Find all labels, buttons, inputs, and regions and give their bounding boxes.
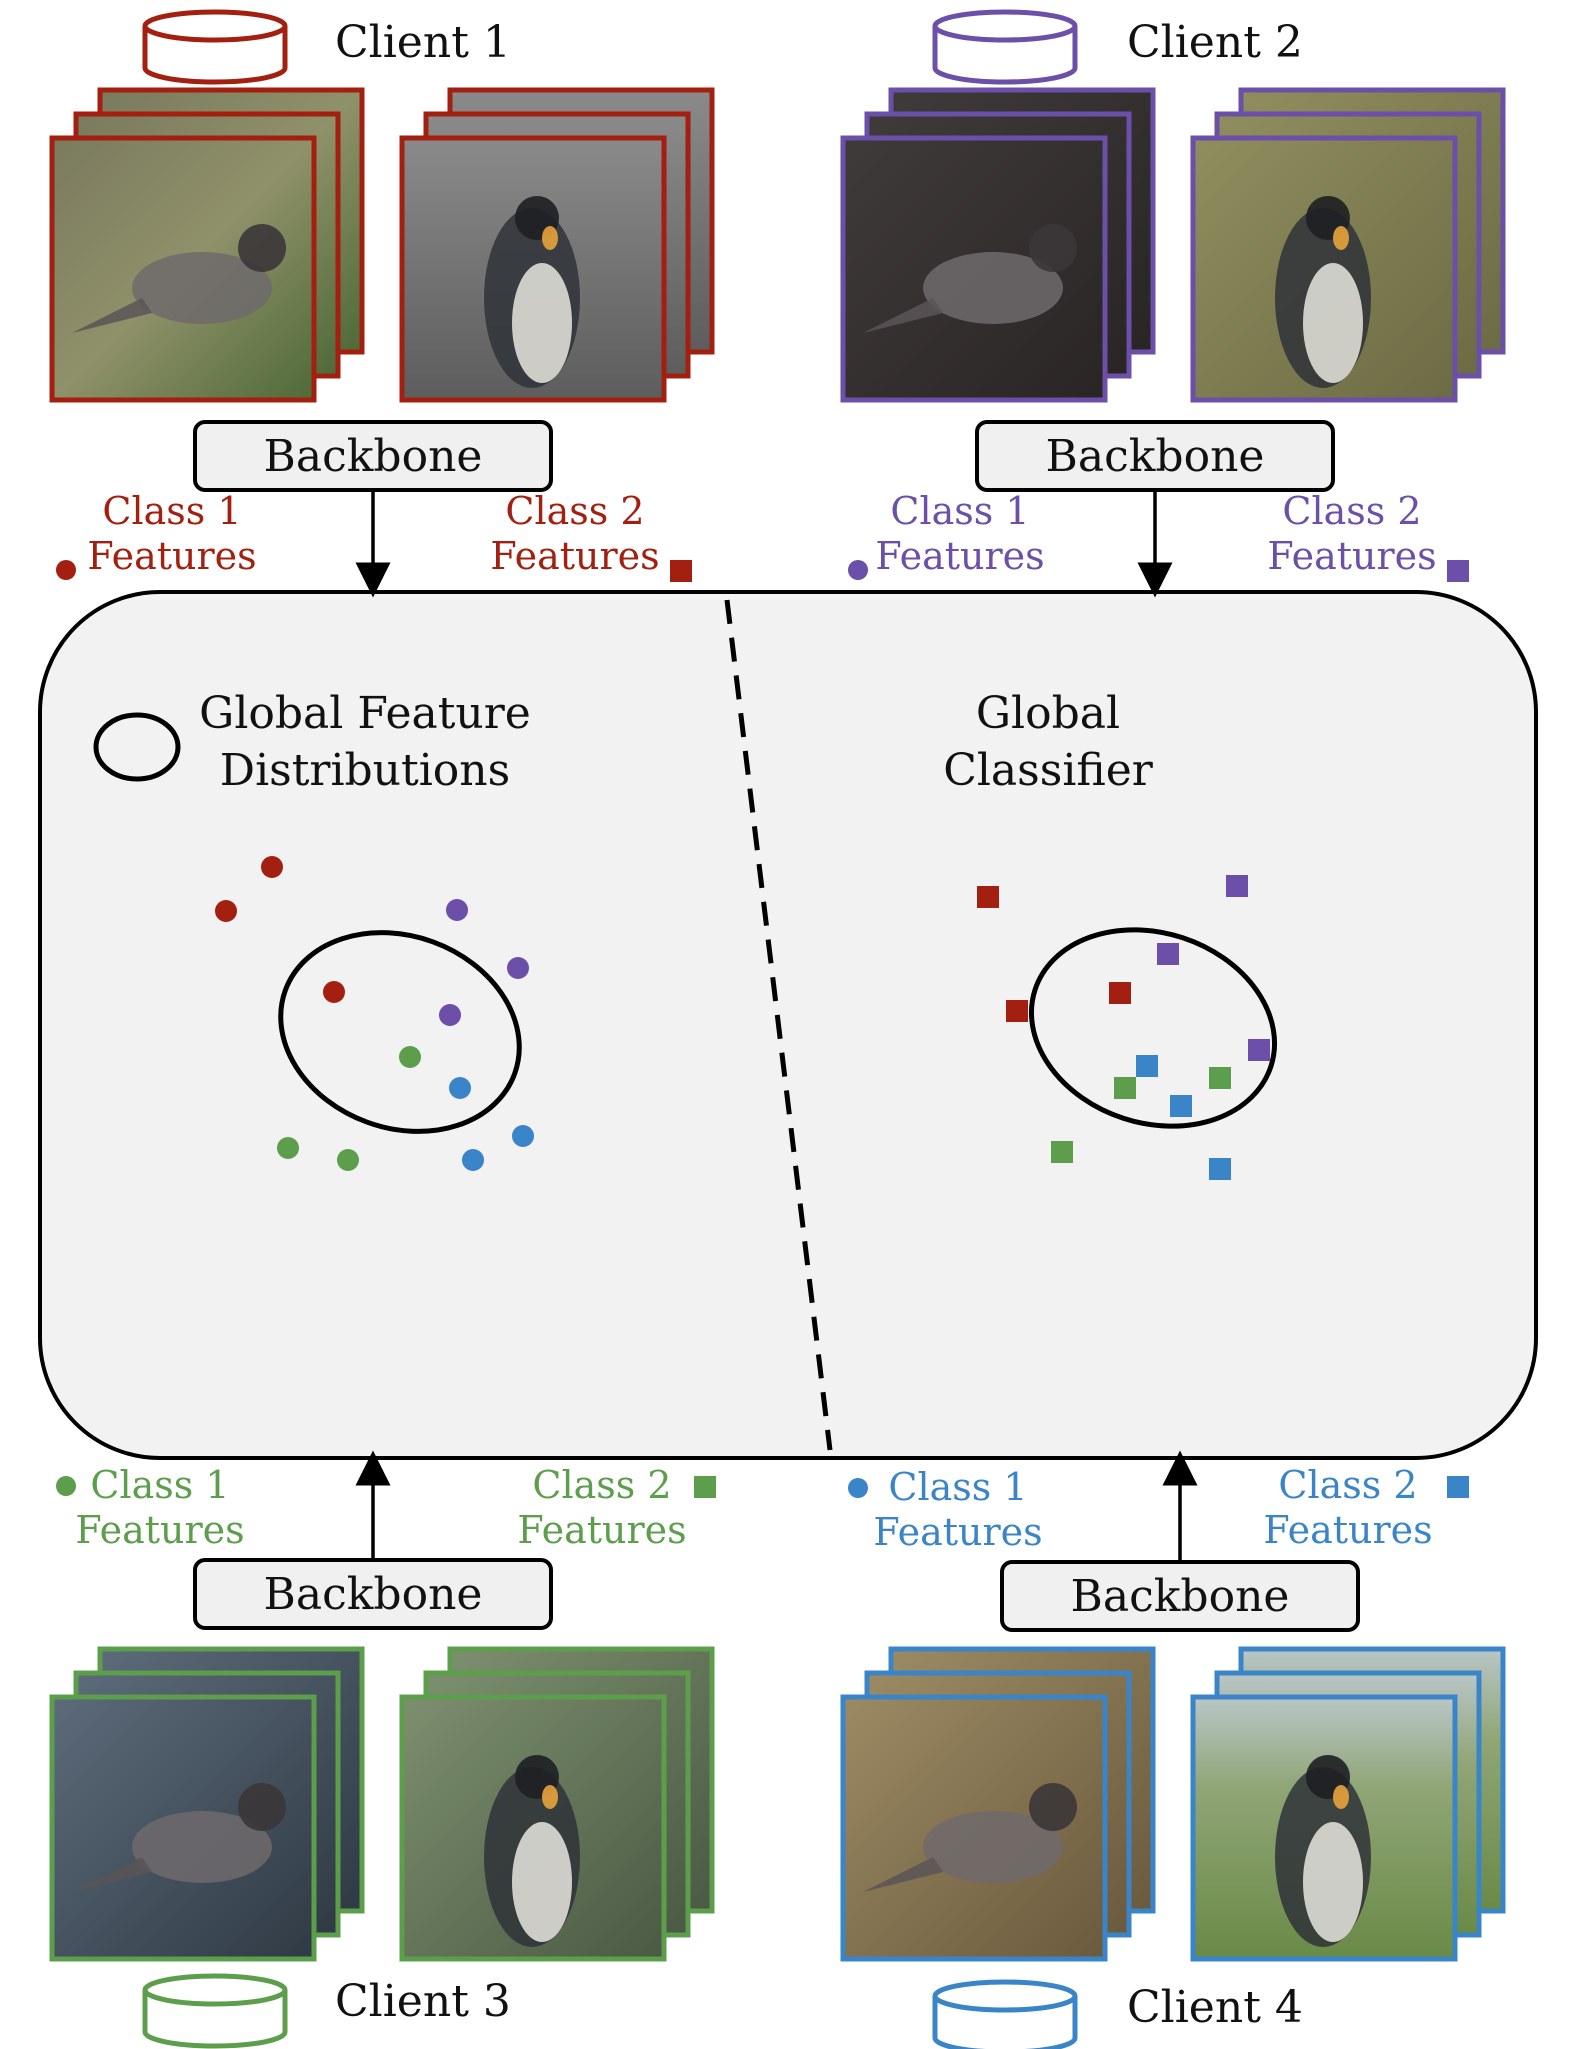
client-1-backbone-label: Backbone: [264, 431, 483, 482]
client-1-class-2-features: Features: [490, 534, 659, 578]
client-2-class-2-label: Class 2: [1282, 489, 1421, 533]
class-2-square-icon: [670, 560, 692, 582]
client-1-class-1-images: [49, 87, 365, 403]
client-3-class-1-label: Class 1: [90, 1463, 229, 1507]
global-feature-distribution-ellipse: [278, 930, 522, 1134]
feature-dot: [261, 856, 283, 878]
client-2-class-1-features: Features: [875, 534, 1044, 578]
client-2-class-2-features: Features: [1267, 534, 1436, 578]
client-1-class-2-images: [399, 87, 715, 403]
database-icon: [142, 9, 288, 85]
client-3-backbone-label: Backbone: [264, 1569, 483, 1620]
client-3-class-2-label: Class 2: [532, 1463, 671, 1507]
client-1-backbone: [193, 420, 553, 492]
database-icon: [142, 1973, 288, 2049]
client-1-label: Client 1: [335, 17, 511, 68]
client-3-class-1-features: Features: [75, 1508, 244, 1552]
classifier-weight-square: [977, 886, 999, 908]
client-4-class-2-features: Features: [1263, 1508, 1432, 1552]
client-4-class-1-images: [840, 1646, 1156, 1962]
classifier-weight-square: [1114, 1077, 1136, 1099]
classifier-weight-square: [1006, 1000, 1028, 1022]
feature-dot: [446, 899, 468, 921]
feature-dot: [449, 1077, 471, 1099]
distribution-legend-ellipse-icon: [93, 712, 181, 782]
client-2-backbone: [975, 420, 1335, 492]
class-1-dot-icon: [56, 1476, 76, 1496]
classifier-weight-square: [1051, 1141, 1073, 1163]
database-icon: [932, 9, 1078, 85]
classifier-weight-square: [1136, 1055, 1158, 1077]
panel-divider: [724, 599, 833, 1451]
panel-title-right-line1: Global: [976, 688, 1120, 739]
classifier-weight-square: [1109, 982, 1131, 1004]
feature-dot: [323, 981, 345, 1003]
client-1-class-2-label: Class 2: [505, 489, 644, 533]
client-4-class-1-features: Features: [873, 1510, 1042, 1554]
feature-dot: [512, 1125, 534, 1147]
class-2-square-icon: [1447, 560, 1469, 582]
client-3-class-1-images: [49, 1646, 365, 1962]
global-classifier-ellipse: [1028, 927, 1278, 1129]
client-4-class-1-label: Class 1: [888, 1465, 1027, 1509]
client-2-label: Client 2: [1127, 17, 1303, 68]
class-1-dot-icon: [56, 560, 76, 580]
client-4-label: Client 4: [1127, 1982, 1303, 2033]
classifier-weight-square: [1157, 943, 1179, 965]
client-3-label: Client 3: [335, 1976, 511, 2027]
client-1-class-1-label: Class 1: [102, 489, 241, 533]
class-2-square-icon: [1447, 1476, 1469, 1498]
classifier-weight-square: [1248, 1039, 1270, 1061]
client-3-class-2-features: Features: [517, 1508, 686, 1552]
class-2-square-icon: [694, 1476, 716, 1498]
panel-title-left-line1: Global Feature: [199, 688, 531, 739]
feature-dot: [439, 1004, 461, 1026]
class-1-dot-icon: [848, 560, 868, 580]
database-icon: [932, 1979, 1078, 2049]
classifier-weight-square: [1226, 875, 1248, 897]
classifier-weight-square: [1209, 1067, 1231, 1089]
classifier-weight-square: [1170, 1095, 1192, 1117]
feature-dot: [277, 1137, 299, 1159]
client-2-class-1-label: Class 1: [890, 489, 1029, 533]
feature-dot: [399, 1046, 421, 1068]
client-3-backbone: [193, 1558, 553, 1630]
panel-title-right-line2: Classifier: [943, 745, 1154, 796]
client-3-class-2-images: [399, 1646, 715, 1962]
client-4-backbone-label: Backbone: [1071, 1571, 1290, 1622]
feature-dot: [215, 900, 237, 922]
client-4-backbone: [1000, 1560, 1360, 1632]
feature-dot: [337, 1149, 359, 1171]
client-2-backbone-label: Backbone: [1046, 431, 1265, 482]
panel-title-left-line2: Distributions: [220, 745, 510, 796]
client-2-class-1-images: [840, 87, 1156, 403]
global-server-panel: [38, 590, 1538, 1460]
client-4-class-2-label: Class 2: [1278, 1463, 1417, 1507]
class-1-dot-icon: [848, 1478, 868, 1498]
client-2-class-2-images: [1190, 87, 1506, 403]
feature-dot: [507, 957, 529, 979]
feature-dot: [462, 1149, 484, 1171]
client-1-class-1-features: Features: [87, 534, 256, 578]
classifier-weight-square: [1209, 1158, 1231, 1180]
client-4-class-2-images: [1190, 1646, 1506, 1962]
